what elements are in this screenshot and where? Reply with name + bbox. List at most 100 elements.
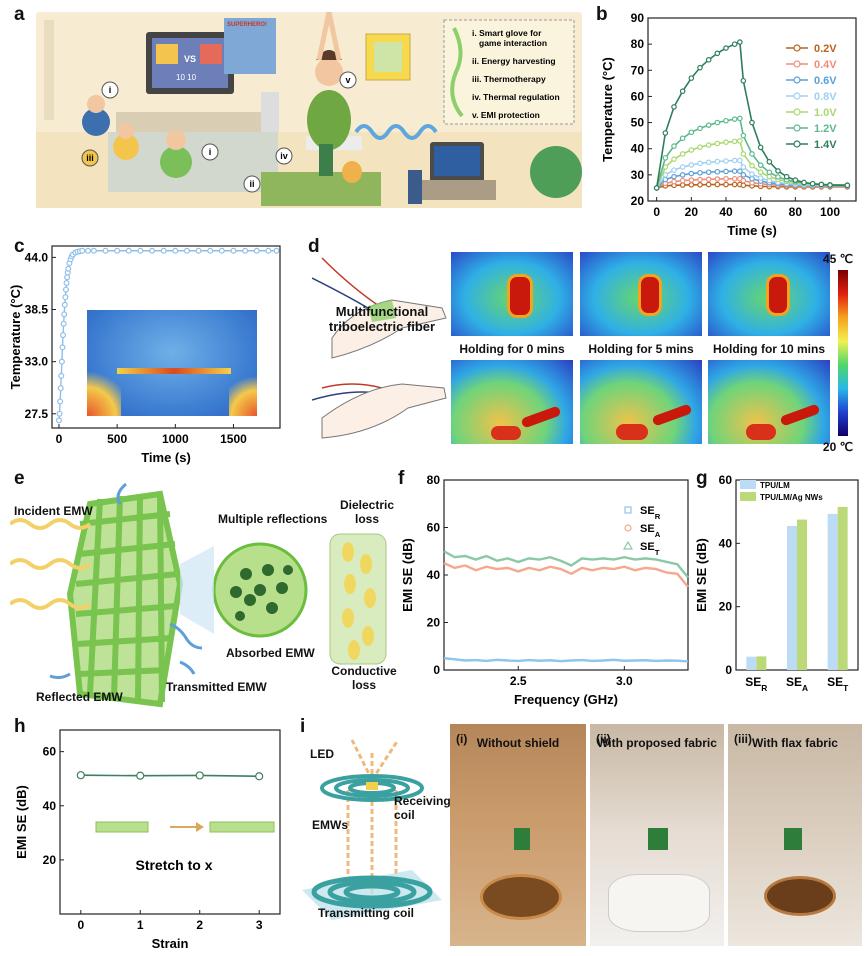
g-xtick-label-1: SEA xyxy=(786,675,808,693)
color-scale-bar xyxy=(838,270,848,436)
series-1.0V-point-13 xyxy=(757,169,764,176)
marker-i-1: i xyxy=(109,85,112,95)
feature-iii: iii. Thermotherapy xyxy=(472,74,546,84)
c-ytick-label-1: 33.0 xyxy=(25,355,49,369)
series-c-point-32 xyxy=(160,247,167,254)
feature-i-line2: game interaction xyxy=(479,38,547,48)
series-c-point-28 xyxy=(114,247,121,254)
c-ytick-label-0: 27.5 xyxy=(25,407,49,421)
series-0.2V-point-7 xyxy=(714,181,721,188)
series-1.0V-point-14 xyxy=(766,173,773,180)
panel-label-a: a xyxy=(14,4,25,25)
marker-ii: ii xyxy=(249,179,254,189)
legend-SE_R-marker xyxy=(624,506,632,514)
panel-label-f: f xyxy=(398,468,405,489)
legend-0.8V-label: 0.8V xyxy=(814,91,837,103)
legend-1.2V-label: 1.2V xyxy=(814,123,837,135)
series-h-line xyxy=(80,774,260,778)
series-c-point-6 xyxy=(59,344,66,351)
c-ytick-label-2: 38.5 xyxy=(25,303,49,317)
series-c-point-31 xyxy=(149,247,156,254)
series-1.0V-point-5 xyxy=(697,144,703,150)
series-1.4V-point-9 xyxy=(731,41,738,47)
emi-waves xyxy=(354,124,438,140)
series-h-point-2 xyxy=(195,771,204,780)
b-xlabel: Time (s) xyxy=(727,223,777,238)
h-xlabel: Strain xyxy=(152,936,189,951)
legend-TPU/LM-swatch xyxy=(740,480,756,489)
series-1.0V-point-6 xyxy=(705,142,712,148)
marker-iv: iv xyxy=(280,151,288,161)
g-ylabel: EMI SE (dB) xyxy=(694,538,709,612)
series-1.4V-point-21 xyxy=(827,182,833,188)
g-xtick-label-2: SET xyxy=(827,675,849,693)
b-ytick-label-0: 20 xyxy=(631,194,645,208)
series-0.6V-point-2 xyxy=(671,173,677,180)
series-0.8V-point-4 xyxy=(688,162,695,168)
series-1.4V-point-18 xyxy=(801,179,807,186)
series-1.4V-point-1 xyxy=(662,130,669,136)
h-xtick-label-0: 0 xyxy=(77,918,84,932)
series-1.4V-point-4 xyxy=(688,75,695,81)
series-0.8V-point-12 xyxy=(749,171,755,177)
thermal-hand-10-bottom xyxy=(708,360,830,444)
series-c-point-30 xyxy=(137,247,144,254)
b-ylabel: Temperature (°C) xyxy=(600,57,615,162)
bar-TPU/LM-SE_A xyxy=(787,525,797,670)
series-c-point-34 xyxy=(183,247,190,254)
g-ytick-label-0: 0 xyxy=(725,663,732,677)
series-h-point-1 xyxy=(136,771,145,780)
series-0.4V-point-9 xyxy=(731,175,738,182)
series-1.4V-point-5 xyxy=(697,64,703,71)
series-1.2V-point-4 xyxy=(688,129,695,136)
b-xtick-label-3: 60 xyxy=(754,205,768,219)
b-ytick-label-6: 80 xyxy=(631,37,645,51)
legend-0.6V-marker xyxy=(793,76,801,84)
series-1.2V-point-10 xyxy=(737,115,743,122)
h-ytick-label-1: 40 xyxy=(43,799,57,813)
series-c-point-33 xyxy=(172,247,179,254)
c-plot-frame xyxy=(51,245,281,429)
series-1.4V-point-0 xyxy=(653,185,660,191)
series-c-point-38 xyxy=(230,247,237,254)
f-ytick-label-0: 0 xyxy=(433,663,440,677)
feature-list-box xyxy=(443,19,575,125)
series-c-point-16 xyxy=(65,265,72,272)
panel-a-illustration: VS 10 10 SUPERHERO! i. Smart glove for xyxy=(36,11,582,208)
series-0.6V-point-11 xyxy=(740,172,747,178)
c-xtick-label-3: 1500 xyxy=(220,432,247,446)
series-1.4V-point-8 xyxy=(723,45,729,51)
curtain xyxy=(44,20,54,120)
photo-iii-title: With flax fabric xyxy=(752,736,838,750)
f-ytick-label-1: 20 xyxy=(427,616,441,630)
f-xtick-label-0: 2.5 xyxy=(510,674,527,688)
series-c-point-1 xyxy=(56,410,63,417)
h-ytick-label-2: 60 xyxy=(43,745,57,759)
series-0.6V-point-8 xyxy=(723,168,729,175)
series-0.6V-point-5 xyxy=(697,169,703,176)
photo-iii-label: (iii) xyxy=(734,732,752,746)
bar-TPU/LM/Ag NWs-SE_A xyxy=(797,519,807,670)
series-0.4V-point-4 xyxy=(688,177,695,183)
series-0.2V-point-8 xyxy=(723,181,729,188)
screen-vs: VS xyxy=(184,54,196,64)
photo-with-flax-fabric: (iii) With flax fabric xyxy=(728,724,862,946)
series-0.2V-point-11 xyxy=(740,182,747,189)
series-c-point-36 xyxy=(207,247,214,254)
series-0.8V-point-6 xyxy=(705,159,712,166)
h-plot-frame xyxy=(59,729,281,915)
panel-e-shielding-diagram xyxy=(8,474,396,714)
b-plot-frame xyxy=(647,17,857,202)
series-c-point-0 xyxy=(55,417,62,424)
legend-1.0V-label: 1.0V xyxy=(814,107,837,119)
player-left xyxy=(82,108,110,136)
marker-i-2: i xyxy=(209,147,212,157)
series-1.2V-point-8 xyxy=(723,117,729,124)
series-c-point-4 xyxy=(58,372,65,379)
b-ytick-label-4: 60 xyxy=(631,89,645,103)
f-ylabel: EMI SE (dB) xyxy=(400,538,415,612)
g-ytick-label-3: 60 xyxy=(719,473,733,487)
legend-SE_R-label: SER xyxy=(640,505,661,521)
series-c-point-14 xyxy=(64,274,71,281)
